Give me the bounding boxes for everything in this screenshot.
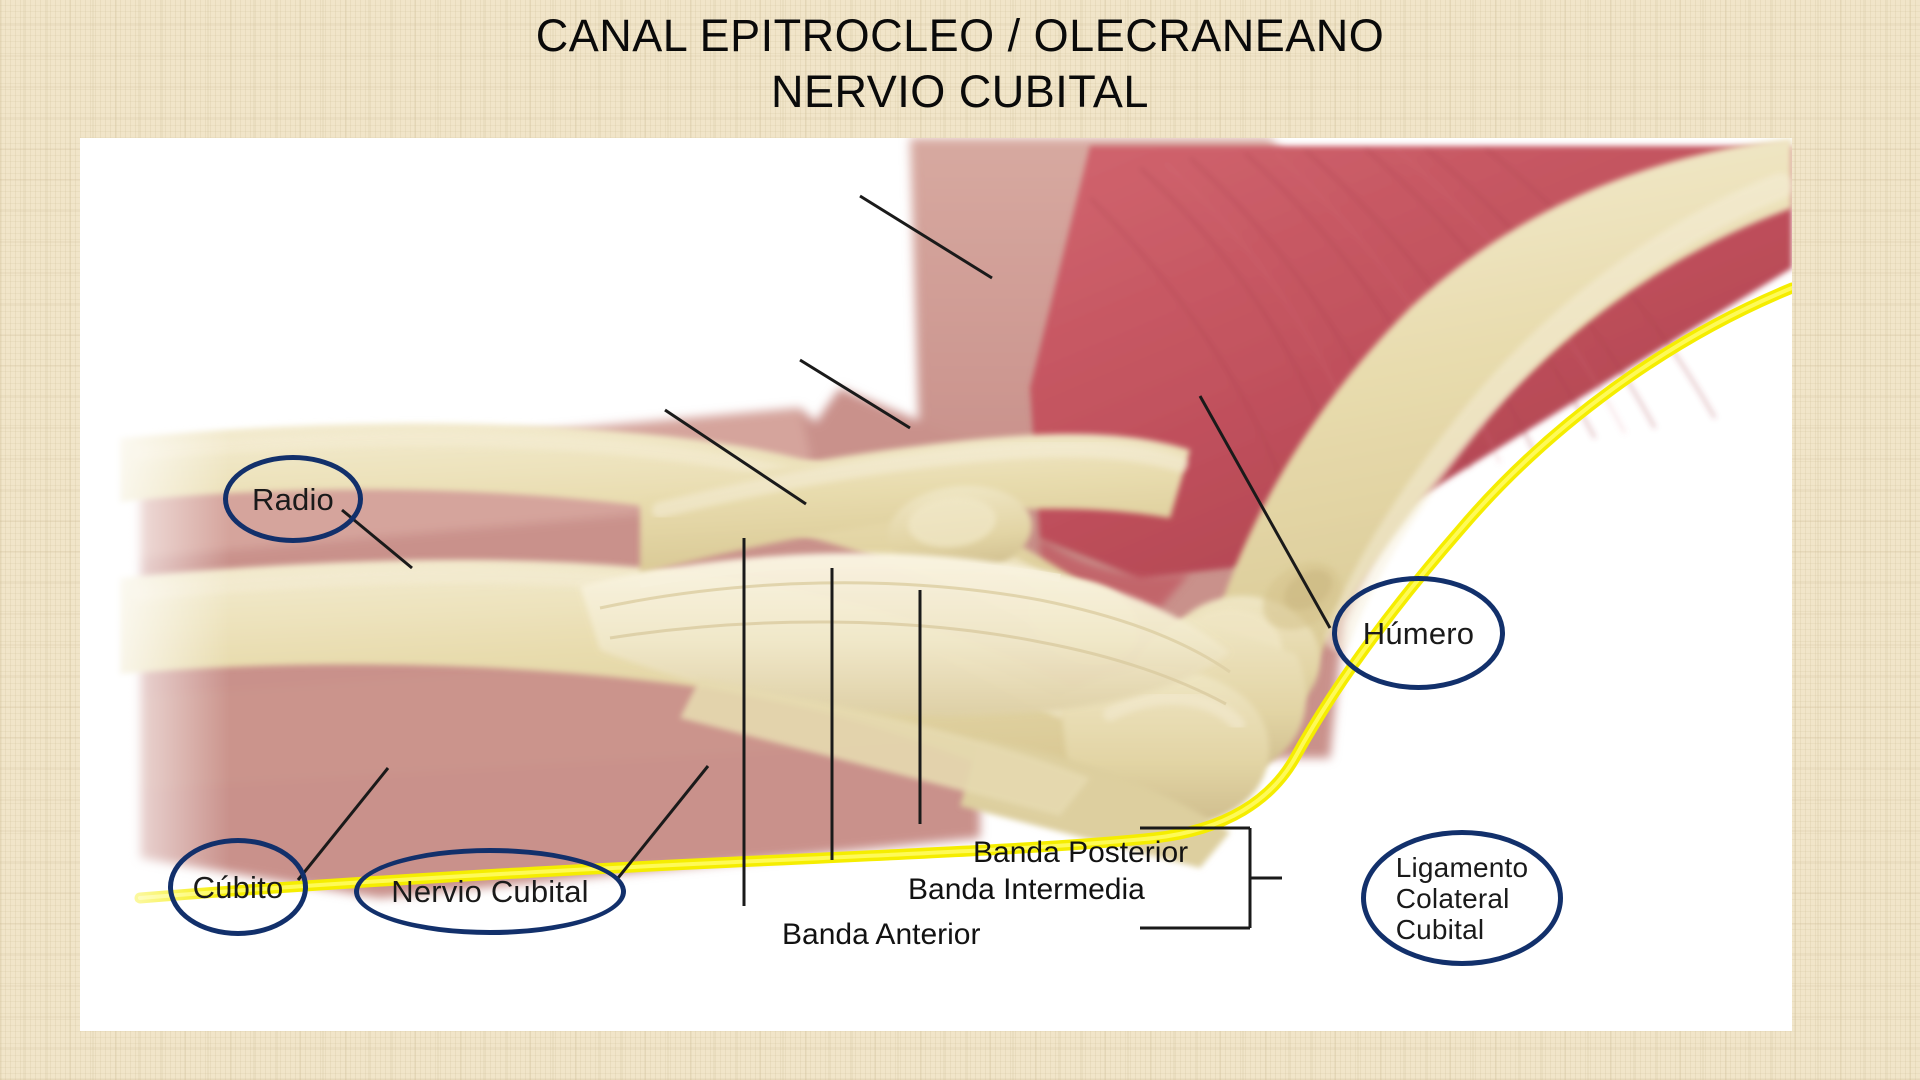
anatomy-figure-panel: Radio Húmero Cúbito Nervio Cubital Ligam… [80,138,1792,1031]
callout-radio-label: Radio [252,481,334,517]
humerus-shaft-upper [640,434,1190,575]
leader-humero [1198,395,1332,629]
callout-nervio-cubital[interactable]: Nervio Cubital [354,848,626,935]
leader-muscle [859,194,993,280]
callout-radio[interactable]: Radio [223,455,363,543]
slide-title: CANAL EPITROCLEO / OLECRANEANO NERVIO CU… [0,8,1920,120]
label-banda-posterior: Banda Posterior [973,836,1189,869]
callout-ligamento-label: Ligamento Colateral Cubital [1395,851,1529,945]
leader-nervio [616,765,710,879]
callout-ligamento-colateral-cubital[interactable]: Ligamento Colateral Cubital [1361,830,1563,966]
label-banda-anterior: Banda Anterior [782,918,981,951]
label-banda-intermedia: Banda Intermedia [908,873,1145,906]
title-line-2: NERVIO CUBITAL [771,66,1149,117]
callout-humero[interactable]: Húmero [1332,576,1505,690]
leader-cubito [296,767,390,881]
ligament-bracket [1140,826,1282,930]
elbow-anatomy-illustration [80,138,1792,978]
callout-humero-label: Húmero [1362,615,1475,651]
callout-cubito-label: Cúbito [192,869,284,905]
leader-trochlea [664,408,807,506]
callout-nervio-cubital-label: Nervio Cubital [391,874,589,909]
leader-lines [296,194,1332,906]
callout-cubito[interactable]: Cúbito [168,838,308,936]
leader-tendon [799,358,911,430]
title-line-1: CANAL EPITROCLEO / OLECRANEANO [535,10,1385,61]
